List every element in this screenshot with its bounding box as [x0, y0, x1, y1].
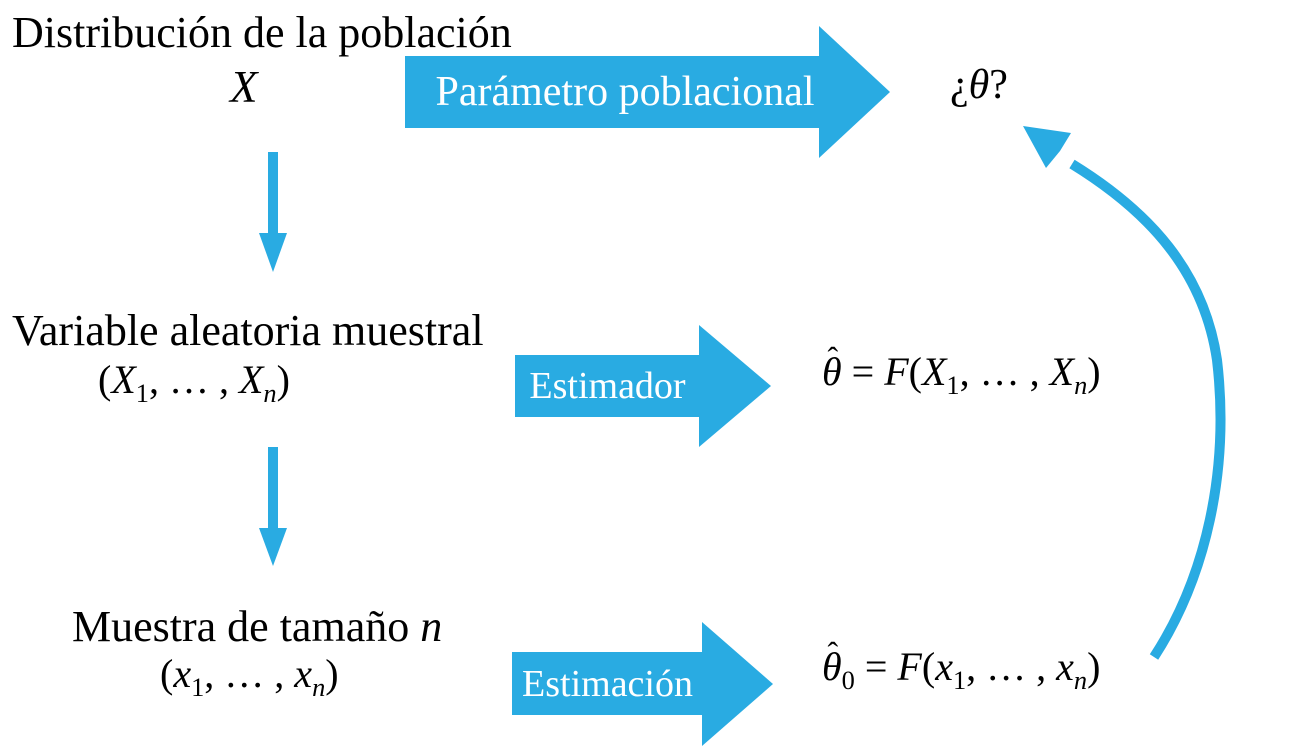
down-arrow-2-head-icon: [259, 528, 287, 566]
ellipsis: , … ,: [148, 357, 239, 402]
estimator-arrow-head-icon: [699, 325, 771, 447]
ellipsis: , … ,: [959, 349, 1050, 394]
sub-1: 1: [946, 370, 960, 400]
estimation-arrow-body: [512, 652, 703, 715]
var-xn: X: [1049, 349, 1075, 394]
sub-n: n: [263, 378, 277, 408]
parameter-question: ¿θ?: [950, 62, 1008, 109]
equals: =: [854, 644, 898, 689]
sample-rv-title: Variable aleatoria muestral: [12, 306, 484, 355]
sub-n: n: [1073, 665, 1088, 695]
sub-1: 1: [952, 665, 967, 695]
sub-1: 1: [135, 378, 149, 408]
theta-base: θ: [822, 349, 842, 394]
paren-open: (: [160, 651, 174, 696]
estimation-arrow-head-icon: [702, 622, 773, 746]
sub-1: 1: [191, 672, 205, 702]
var-x1: x: [173, 651, 192, 696]
ellipsis: , … ,: [966, 644, 1057, 689]
question-close: ?: [989, 62, 1008, 108]
down-arrow-1-shaft: [268, 152, 278, 233]
ellipsis: , … ,: [204, 651, 295, 696]
population-symbol: X: [230, 62, 258, 112]
var-xn: x: [294, 651, 313, 696]
paren-close: ): [1087, 644, 1101, 689]
paren-close: ): [276, 357, 290, 402]
func-F: F: [897, 644, 922, 689]
sample-size-n: n: [420, 602, 443, 651]
estimator-arrow-label: Estimador: [529, 365, 686, 407]
question-open: ¿: [950, 62, 969, 108]
var-x1: x: [935, 644, 953, 689]
sample-rv-tuple: (X1, … , Xn): [98, 357, 290, 406]
parameter-arrow-label: Parámetro poblacional: [435, 69, 815, 115]
paren-close: ): [1087, 349, 1101, 394]
feedback-curve-arrow: [1023, 126, 1226, 660]
var-x1: X: [111, 357, 136, 402]
sample-title-text: Muestra de tamaño: [72, 602, 421, 651]
parameter-arrow-body: [405, 56, 820, 128]
sub-n: n: [1074, 370, 1088, 400]
var-x1: X: [921, 349, 947, 394]
var-xn: x: [1056, 644, 1074, 689]
paren-open: (: [98, 357, 112, 402]
paren-open: (: [921, 644, 936, 689]
feedback-curve-path: [1069, 159, 1226, 660]
down-arrow-1-head-icon: [259, 233, 287, 272]
population-title: Distribución de la población: [12, 8, 512, 57]
equals: =: [841, 349, 885, 394]
sub-0: 0: [841, 665, 855, 695]
hat-accent: ˆ: [827, 634, 839, 671]
down-arrow-2-shaft: [268, 447, 278, 528]
hat-accent: ˆ: [827, 339, 839, 376]
sample-tuple: (x1, … , xn): [160, 651, 339, 700]
theta-symbol: θ: [968, 62, 990, 108]
sample-title: Muestra de tamaño n: [72, 602, 442, 651]
estimator-arrow-body: [515, 355, 700, 417]
feedback-curve-head-icon: [1023, 126, 1071, 168]
paren-open: (: [908, 349, 922, 394]
sub-n: n: [312, 672, 326, 702]
func-F: F: [884, 349, 909, 394]
paren-close: ): [325, 651, 339, 696]
theta-base: θ: [822, 644, 842, 689]
estimation-arrow-label: Estimación: [522, 662, 693, 705]
var-xn: X: [238, 357, 264, 402]
parameter-arrow-head-icon: [819, 26, 890, 158]
